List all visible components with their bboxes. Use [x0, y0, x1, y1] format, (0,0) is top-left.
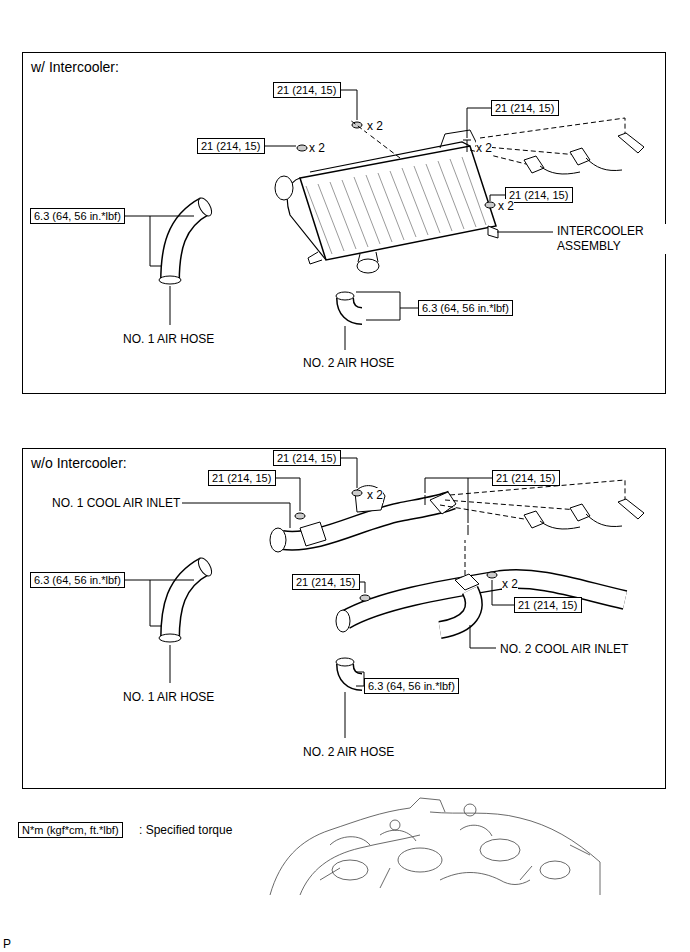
- torque-value: 21 (214, 15): [201, 140, 260, 152]
- part-name: NO. 1 AIR HOSE: [123, 332, 214, 347]
- torque-value: 21 (214, 15): [296, 576, 355, 588]
- torque-value: 6.3 (64, 56 in.*lbf): [422, 302, 509, 314]
- torque-spec-box: 21 (214, 15): [273, 450, 341, 466]
- torque-spec-box: 21 (214, 15): [197, 138, 265, 154]
- torque-spec-box: 21 (214, 15): [491, 100, 559, 116]
- quantity-note: x 2: [502, 577, 518, 592]
- torque-value: 6.3 (64, 56 in.*lbf): [34, 210, 121, 222]
- torque-spec-box: 21 (214, 15): [273, 82, 341, 98]
- quantity-note: x 2: [367, 488, 383, 503]
- legend-text: : Specified torque: [139, 823, 232, 838]
- torque-spec-box: 21 (214, 15): [208, 470, 276, 486]
- torque-spec-box: 6.3 (64, 56 in.*lbf): [30, 572, 125, 588]
- torque-spec-box: 21 (214, 15): [505, 187, 573, 203]
- quantity-note: x 2: [309, 141, 325, 156]
- torque-value: 21 (214, 15): [212, 472, 271, 484]
- torque-value: 21 (214, 15): [277, 84, 336, 96]
- torque-value: 6.3 (64, 56 in.*lbf): [34, 574, 121, 586]
- torque-spec-box: 6.3 (64, 56 in.*lbf): [364, 678, 459, 694]
- page-mark: P: [3, 937, 11, 952]
- torque-value: 21 (214, 15): [277, 452, 336, 464]
- torque-spec-box: 21 (214, 15): [514, 597, 582, 613]
- torque-value: 6.3 (64, 56 in.*lbf): [368, 680, 455, 692]
- quantity-note: x 2: [498, 199, 514, 214]
- torque-spec-box: 6.3 (64, 56 in.*lbf): [418, 300, 513, 316]
- legend-box: N*m (kgf*cm, ft.*lbf): [18, 822, 123, 838]
- part-name: NO. 2 AIR HOSE: [303, 356, 394, 371]
- quantity-note: x 2: [476, 141, 492, 156]
- torque-value: 21 (214, 15): [496, 472, 555, 484]
- torque-value: 21 (214, 15): [509, 189, 568, 201]
- part-name: NO. 2 AIR HOSE: [303, 745, 394, 760]
- quantity-note: x 2: [367, 119, 383, 134]
- section-panel: w/ Intercooler: 21 (214, 15) 21 (214, 15) 2…: [22, 52, 666, 394]
- torque-value: N*m (kgf*cm, ft.*lbf): [22, 824, 119, 836]
- torque-value: 21 (214, 15): [495, 102, 554, 114]
- torque-spec-box: 21 (214, 15): [492, 470, 560, 486]
- part-name: NO. 1 AIR HOSE: [123, 690, 214, 705]
- part-name: INTERCOOLER ASSEMBLY: [557, 224, 667, 254]
- part-name: NO. 1 COOL AIR INLET: [52, 496, 180, 511]
- panel-heading: w/ Intercooler:: [31, 59, 119, 76]
- part-name: NO. 2 COOL AIR INLET: [500, 642, 628, 657]
- torque-spec-box: 21 (214, 15): [292, 574, 360, 590]
- torque-spec-box: 6.3 (64, 56 in.*lbf): [30, 208, 125, 224]
- panel-heading: w/o Intercooler:: [31, 455, 127, 472]
- torque-value: 21 (214, 15): [518, 599, 577, 611]
